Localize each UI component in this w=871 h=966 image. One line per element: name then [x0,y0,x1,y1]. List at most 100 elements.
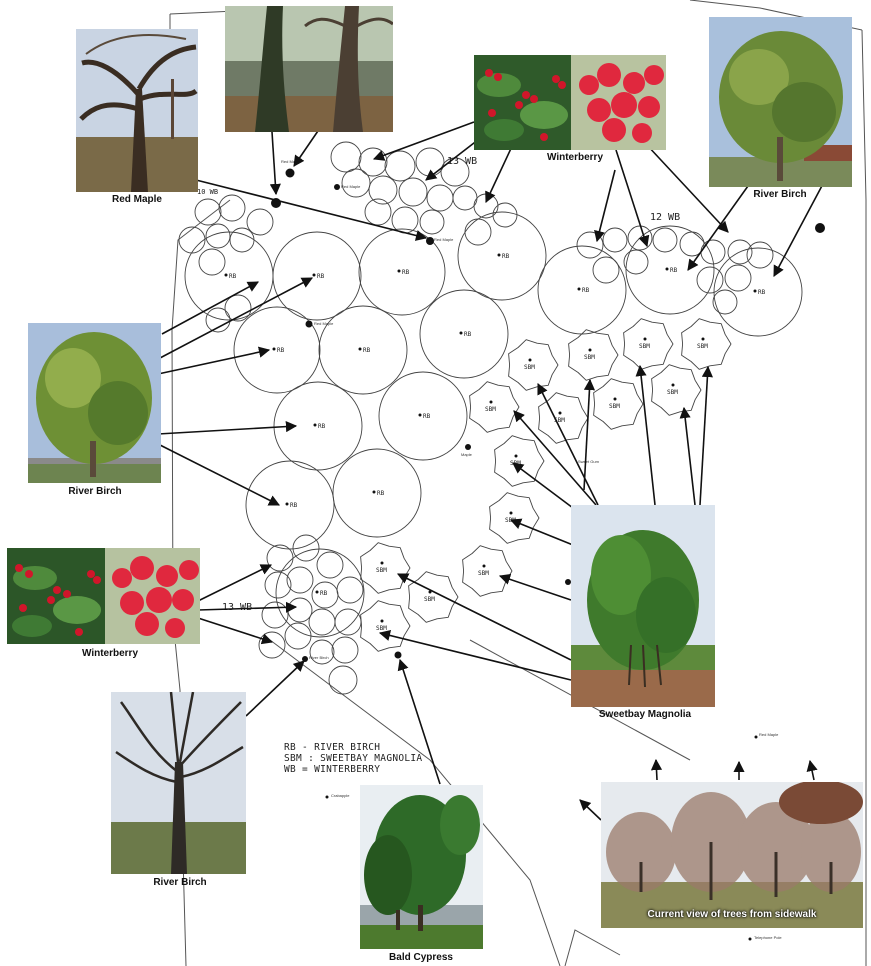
sbm-center-8 [514,454,518,458]
sbm-center-10 [482,564,486,568]
photo-red-maple [76,29,198,192]
sbm-code-10: SBM [478,570,489,577]
sbm-center-7 [671,383,675,387]
caption-winterberry-top: Winterberry [546,152,604,163]
sbm-tree-6 [593,378,644,430]
label-red-maple-d: Red Maple [314,321,334,326]
rb-code-13: RB [377,490,385,497]
rb-code-3: RB [502,253,510,260]
sbm-tree-3 [681,318,732,370]
sbm-code-11: SBM [376,567,387,574]
rb-code-4: RB [582,287,590,294]
rb-code-11: RB [423,413,431,420]
sbm-tree-9 [489,492,540,544]
rb-center-1 [312,273,316,277]
plant-legend: RB - RIVER BIRCH SBM : SWEETBAY MAGNOLIA… [284,742,422,775]
label-telephone-pole: Telephone Pole [754,935,782,940]
photo-bald-cypress [360,785,483,949]
photo-sweetbay-magnolia [571,505,715,707]
winterberry-shrubs [178,141,774,695]
sbm-tree-13 [360,600,411,652]
rb-center-10 [313,423,317,427]
caption-bald-cypress: Bald Cypress [389,952,453,963]
sbm-center-6 [613,397,617,401]
photo-winterberry-left [7,548,200,644]
sbm-tree-4 [469,381,520,433]
sbm-code-12: SBM [424,596,435,603]
photo-river-birch-top [709,17,852,187]
caption-sweetbay-magnolia: Sweetbay Magnolia [598,709,692,720]
rb-center-13 [372,490,376,494]
rb-center-5 [665,267,669,271]
caption-current-view: Current view of trees from sidewalk [647,909,817,920]
rb-center-0 [224,273,228,277]
label-river-birch: River Birch [309,655,329,660]
sweetbay-magnolia-trees [360,318,732,652]
sbm-code-4: SBM [485,406,496,413]
sbm-center-5 [558,411,562,415]
sbm-tree-8 [494,435,545,487]
rb-center-14 [315,590,319,594]
rb-center-7 [272,347,276,351]
sbm-center-12 [428,590,432,594]
rb-code-9: RB [464,331,472,338]
sbm-code-6: SBM [609,403,620,410]
rb-center-4 [577,287,581,291]
sbm-code-3: SBM [697,343,708,350]
rb-center-6 [753,289,757,293]
rb-code-7: RB [277,347,285,354]
sbm-tree-5 [538,392,589,444]
rb-code-1: RB [317,273,325,280]
photo-river-birch-left [28,323,161,483]
sbm-center-11 [380,561,384,565]
rb-code-10: RB [318,423,326,430]
label-maple: Maple [461,452,473,457]
sbm-code-13: SBM [376,625,387,632]
rb-code-12: RB [290,502,298,509]
caption-river-birch-top: River Birch [753,189,807,200]
rb-center-12 [285,502,289,506]
group-label-13wb-left: 13 WB [222,602,252,613]
existing-tree-labels: Red Maple Red Maple Red Maple Red Maple … [281,159,782,940]
caption-red-maple: Red Maple [111,194,162,205]
rb-center-8 [358,347,362,351]
label-red-maple-a: Red Maple [281,159,301,164]
sbm-code-9: SBM [505,517,516,524]
sbm-code-0: SBM [524,364,535,371]
sbm-code-1: SBM [584,354,595,361]
label-red-maple-e: Red Maple [759,732,779,737]
sbm-tree-10 [462,545,513,597]
label-red-maple-c: Red Maple [434,237,454,242]
rb-code-2: RB [402,269,410,276]
legend-wb: WB = WINTERBERRY [284,764,381,775]
group-label-12wb: 12 WB [650,212,680,223]
sbm-code-5: SBM [554,417,565,424]
rb-code-0: RB [229,273,237,280]
label-crabapple: Crabapple [331,793,350,798]
photo-winterberry-top [474,55,666,150]
sbm-center-1 [588,348,592,352]
sbm-center-9 [509,511,513,515]
rb-code-5: RB [670,267,678,274]
sbm-tree-12 [408,571,459,623]
group-label-13wb-top: 13 WB [447,156,477,167]
sbm-tree-2 [623,318,674,370]
rb-center-11 [418,413,422,417]
sbm-center-4 [489,400,493,404]
river-birch-trees [184,211,803,638]
photo-river-birch-bottom [111,692,246,874]
sbm-center-0 [528,358,532,362]
sbm-code-7: SBM [667,389,678,396]
sbm-tree-11 [360,542,411,594]
photo-pond-trees [225,6,393,132]
sbm-tree-1 [568,329,619,381]
rb-code-14: RB [320,590,328,597]
caption-river-birch-left: River Birch [68,486,122,497]
rb-center-3 [497,253,501,257]
rb-code-6: RB [758,289,766,296]
sbm-center-2 [643,337,647,341]
sbm-center-13 [380,619,384,623]
rb-center-9 [459,331,463,335]
